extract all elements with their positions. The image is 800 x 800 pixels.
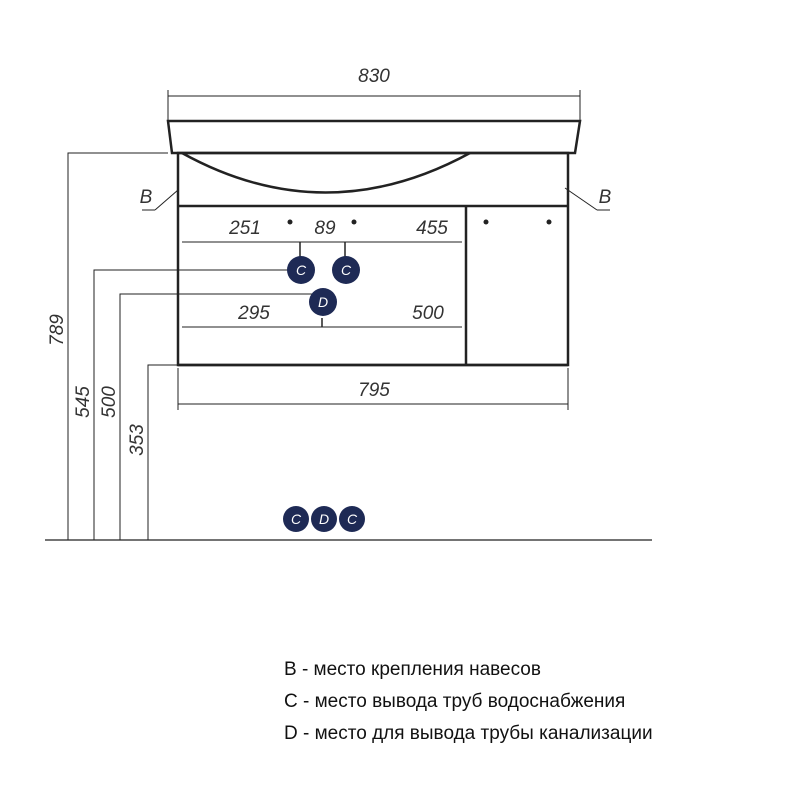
marker-d bbox=[309, 288, 337, 316]
dim-line-500 bbox=[119, 293, 312, 540]
dim-295: 295 bbox=[237, 303, 270, 324]
dim-353: 353 bbox=[127, 424, 148, 456]
hole-dot bbox=[287, 219, 293, 225]
marker-c-left bbox=[287, 256, 315, 284]
legend-item-b: B - место крепления навесов bbox=[284, 659, 541, 680]
dim-500-horizontal: 500 bbox=[412, 303, 444, 324]
dim-789: 789 bbox=[47, 314, 68, 346]
dim-line-353 bbox=[147, 364, 178, 540]
dim-line-545 bbox=[93, 269, 296, 540]
dim-500-vertical: 500 bbox=[99, 386, 120, 418]
hinge-label-right: B bbox=[599, 187, 612, 208]
floor-marker-c-right bbox=[339, 506, 365, 532]
dim-line-789 bbox=[67, 152, 168, 540]
floor-marker-c-left bbox=[283, 506, 309, 532]
dim-455: 455 bbox=[416, 218, 448, 239]
marker-c-right bbox=[332, 256, 360, 284]
legend: B - место крепления навесов C - место вы… bbox=[284, 654, 653, 750]
floor-marker-d bbox=[311, 506, 337, 532]
dim-830: 830 bbox=[358, 66, 390, 87]
hole-dot bbox=[483, 219, 489, 225]
hole-dot bbox=[351, 219, 357, 225]
floor-marker-c-left-label: C bbox=[291, 511, 302, 527]
dim-795: 795 bbox=[358, 380, 390, 401]
marker-c-right-label: C bbox=[341, 262, 352, 278]
floor-marker-c-right-label: C bbox=[347, 511, 358, 527]
marker-c-left-label: C bbox=[296, 262, 307, 278]
dim-89: 89 bbox=[314, 218, 336, 239]
basin-curve bbox=[181, 151, 471, 194]
marker-d-label: D bbox=[318, 294, 328, 310]
floor-marker-d-label: D bbox=[319, 511, 329, 527]
dim-545: 545 bbox=[73, 386, 94, 418]
hinge-label-left: B bbox=[140, 187, 153, 208]
dim-251: 251 bbox=[228, 218, 261, 239]
legend-item-c: C - место вывода труб водоснабжения bbox=[284, 691, 626, 712]
sink-top bbox=[166, 119, 582, 155]
legend-item-d: D - место для вывода трубы канализации bbox=[284, 723, 653, 744]
cabinet-body bbox=[176, 151, 570, 367]
hole-dot bbox=[546, 219, 552, 225]
hinge-right-leader bbox=[564, 187, 598, 211]
